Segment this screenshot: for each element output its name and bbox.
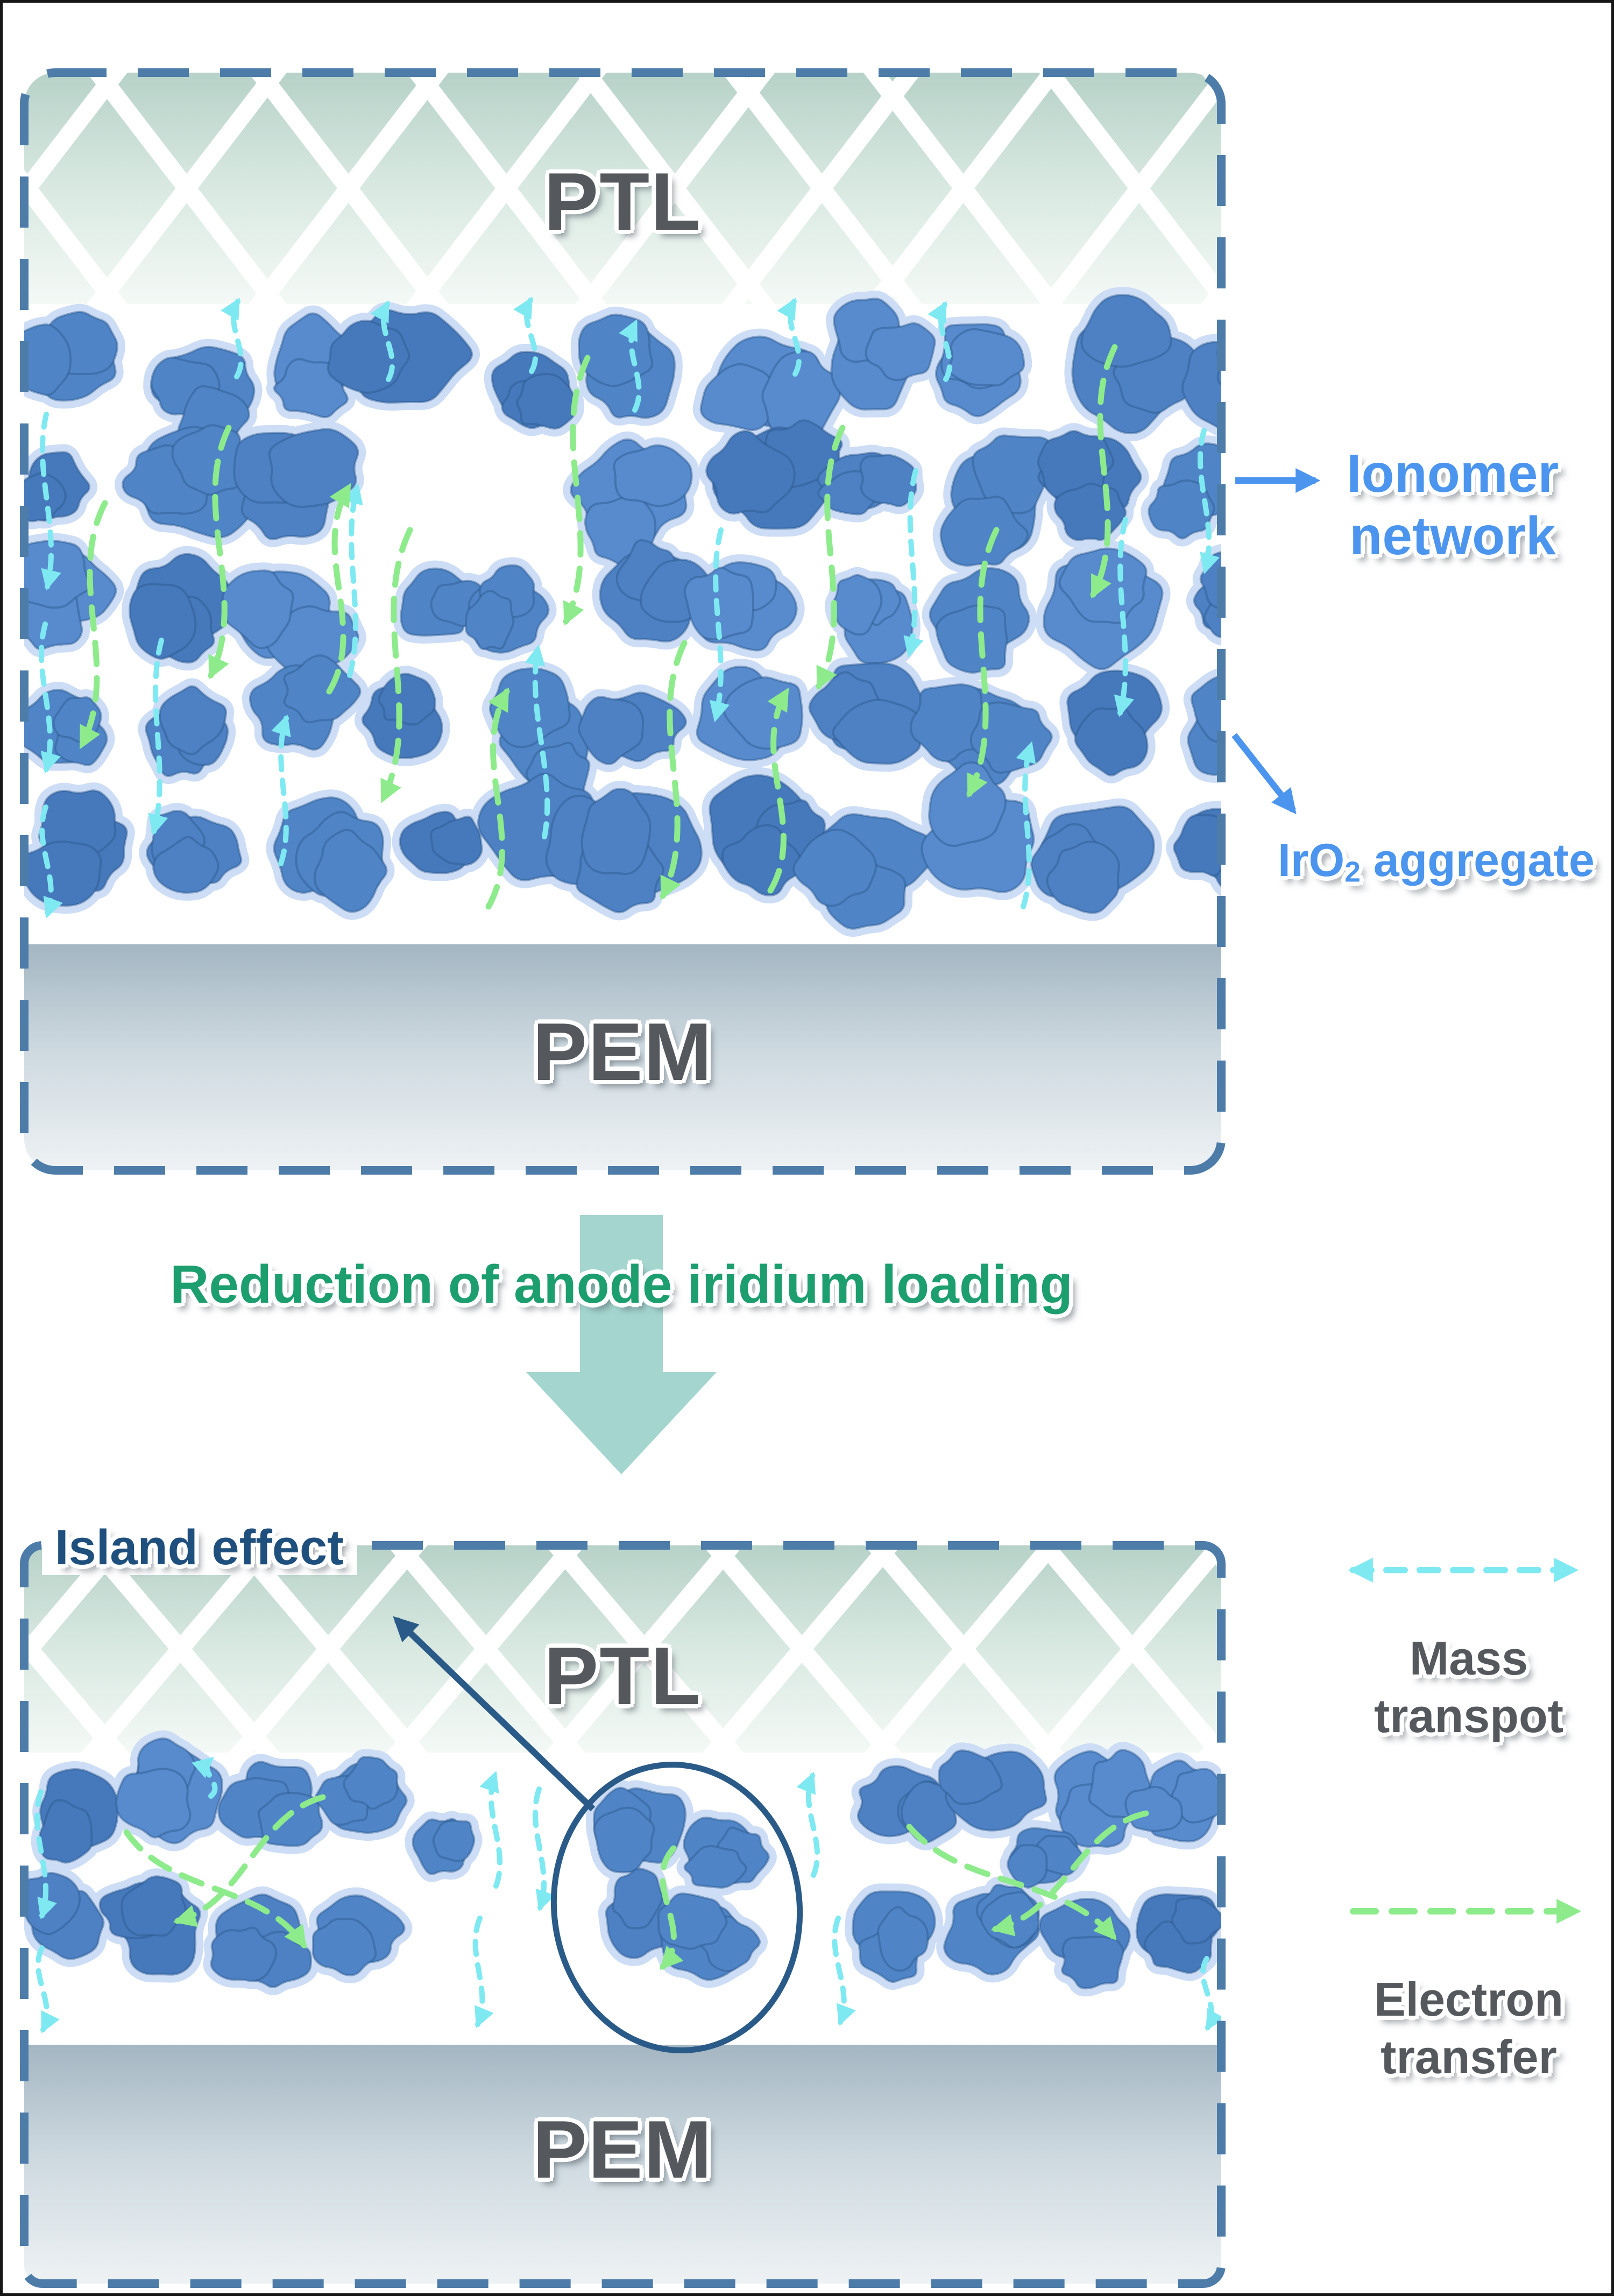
transition-caption: Reduction of anode iridium loading — [170, 1254, 1073, 1315]
island-circle — [550, 1762, 803, 2053]
bottom-panel — [24, 1545, 1221, 2284]
ionomer-network-line2: network — [1349, 506, 1556, 566]
ionomer-network-label: Ionomer network — [1291, 442, 1614, 567]
ionomer-network-line1: Ionomer — [1346, 443, 1559, 504]
top-pem-label: PEM — [532, 1006, 713, 1098]
mass-line1: Mass — [1409, 1631, 1528, 1685]
mass-transport-label: Mass transpot — [1345, 1629, 1592, 1745]
island-pointer-arrow — [393, 1616, 596, 1812]
iro2-text: IrO — [1278, 835, 1345, 886]
electron-line1: Electron — [1374, 1973, 1564, 2026]
iro2-pointer-arrow — [1231, 733, 1297, 815]
bottom-panel-border — [20, 1541, 1226, 2288]
top-ptl-label: PTL — [543, 156, 702, 248]
mass-line2: transpot — [1374, 1689, 1563, 1743]
iro2-aggregate-label: IrO2 aggregate — [1278, 834, 1595, 889]
electron-line2: transfer — [1381, 2030, 1557, 2084]
bottom-ptl-label: PTL — [543, 1630, 702, 1722]
island-effect-label: Island effect — [42, 1520, 357, 1576]
bottom-pem-label: PEM — [532, 2104, 713, 2195]
top-panel — [24, 73, 1221, 1170]
transition-down-arrow — [526, 1215, 717, 1474]
top-panel-border — [20, 68, 1226, 1175]
electron-transfer-label: Electron transfer — [1334, 1970, 1603, 2086]
iro2-suffix-text: aggregate — [1360, 835, 1595, 886]
iro2-subscript: 2 — [1344, 856, 1361, 888]
